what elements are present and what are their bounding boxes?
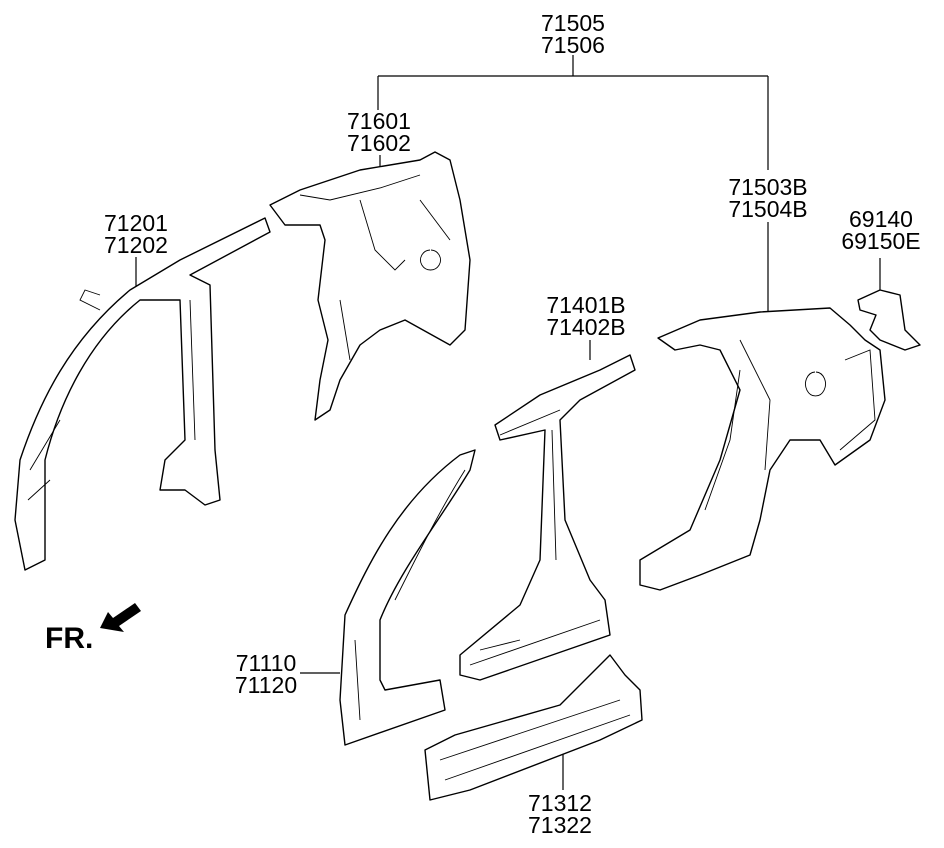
front-direction-label: FR. bbox=[45, 622, 94, 655]
pillar-inner-shape bbox=[14, 217, 271, 571]
inner-quarter-part bbox=[269, 151, 471, 421]
quarter-outer-part bbox=[639, 307, 886, 591]
side-sill-shape bbox=[424, 654, 643, 801]
leader-71505 bbox=[377, 55, 769, 170]
center-pillar-part bbox=[459, 354, 636, 681]
fuel-filler-bracket-part bbox=[857, 289, 921, 351]
front-pillar-outer-shape bbox=[339, 449, 476, 746]
quarter-outer-shape bbox=[639, 307, 886, 591]
inner-quarter-shape bbox=[269, 151, 471, 421]
front-pillar-inner-part bbox=[14, 217, 271, 571]
arrow-front-icon bbox=[100, 603, 141, 632]
bracket-shape bbox=[857, 289, 921, 351]
front-pillar-outer-part bbox=[339, 449, 476, 746]
center-pillar-shape bbox=[459, 354, 636, 681]
side-sill-part bbox=[424, 654, 643, 801]
